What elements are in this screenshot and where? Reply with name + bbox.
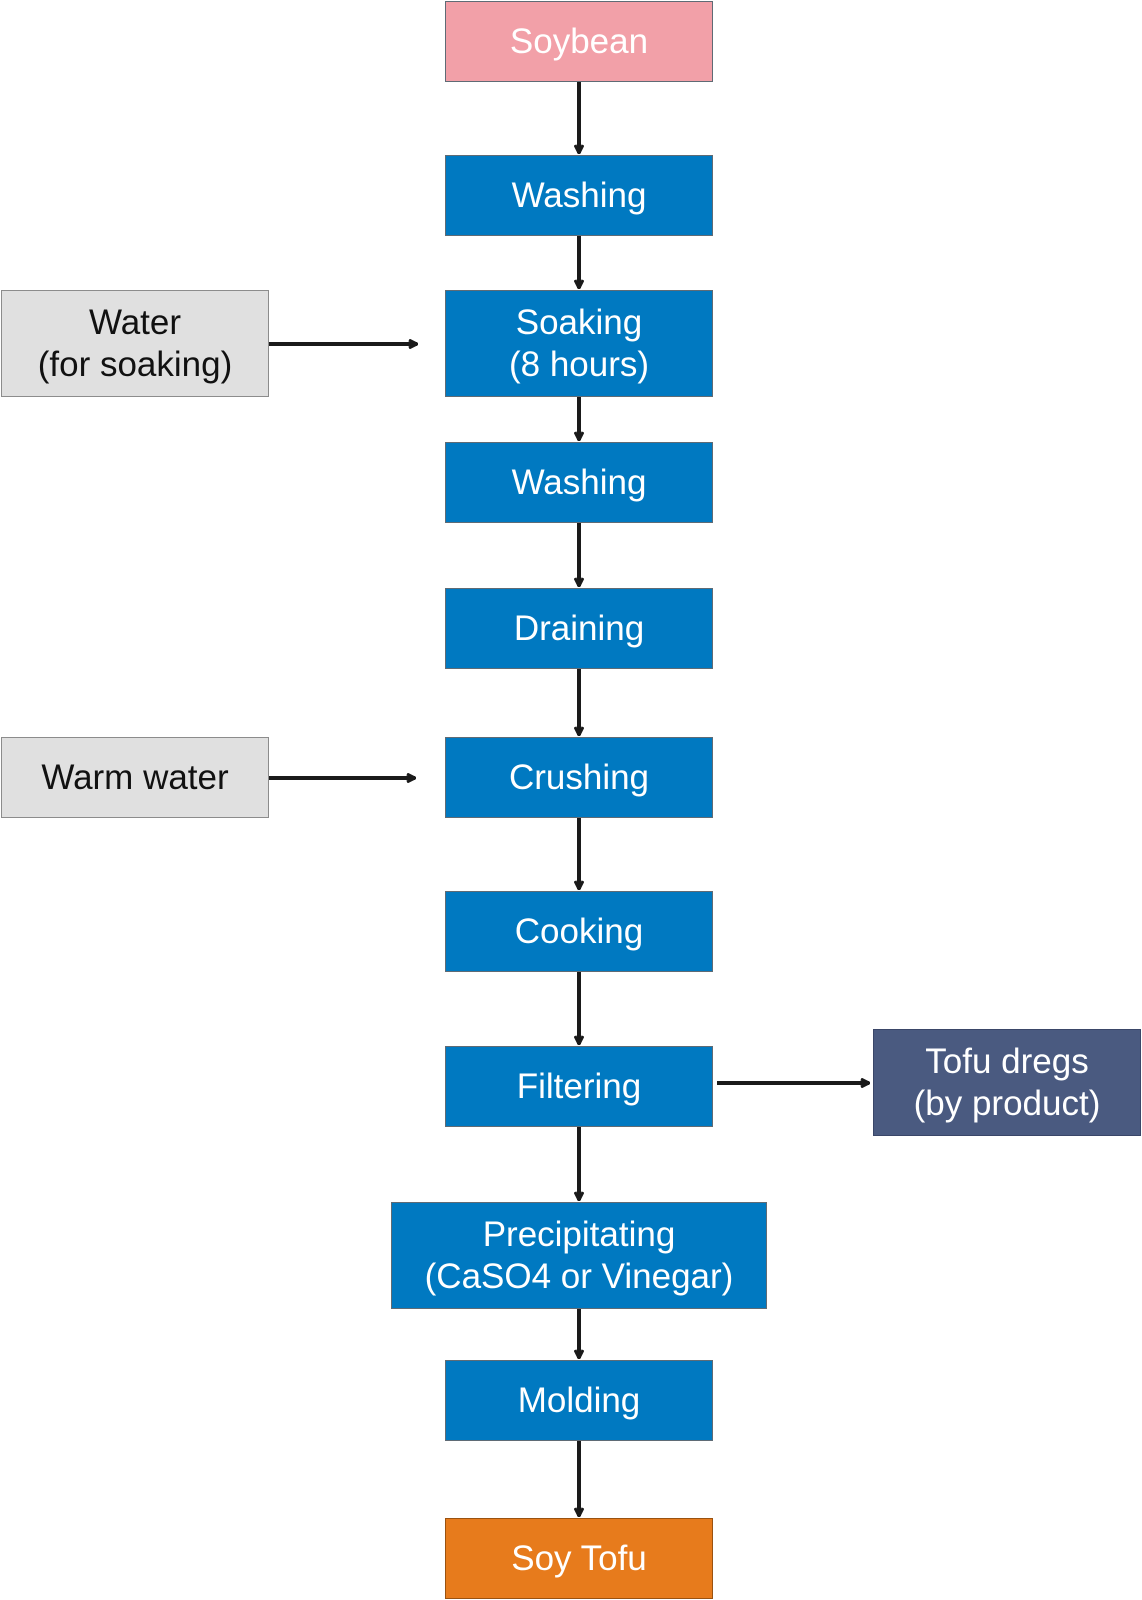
draining-label: Draining <box>513 608 645 648</box>
crushing-label: Crushing <box>508 757 650 797</box>
water-label: Water <box>88 302 182 342</box>
soaking-label: Soaking <box>515 302 643 342</box>
precipitating-node: Precipitating (CaSO4 or Vinegar) <box>391 1202 767 1309</box>
soaking-duration-label: (8 hours) <box>508 344 650 384</box>
soybean-label: Soybean <box>509 21 649 61</box>
cooking-node: Cooking <box>445 891 713 972</box>
filtering-label: Filtering <box>516 1066 642 1106</box>
molding-node: Molding <box>445 1360 713 1441</box>
water-purpose-label: (for soaking) <box>37 344 233 384</box>
precipitating-label: Precipitating <box>482 1214 676 1254</box>
soy-tofu-label: Soy Tofu <box>511 1538 647 1578</box>
washing-1-label: Washing <box>511 175 647 215</box>
soybean-node: Soybean <box>445 1 713 82</box>
washing-node-1: Washing <box>445 155 713 236</box>
molding-label: Molding <box>517 1380 641 1420</box>
draining-node: Draining <box>445 588 713 669</box>
cooking-label: Cooking <box>514 911 644 951</box>
filtering-node: Filtering <box>445 1046 713 1127</box>
crushing-node: Crushing <box>445 737 713 818</box>
soaking-node: Soaking (8 hours) <box>445 290 713 397</box>
water-input-node: Water (for soaking) <box>1 290 269 397</box>
warm-water-label: Warm water <box>41 757 229 797</box>
washing-2-label: Washing <box>511 462 647 502</box>
tofu-dregs-output-node: Tofu dregs (by product) <box>873 1029 1141 1136</box>
soy-tofu-node: Soy Tofu <box>445 1518 713 1599</box>
warm-water-input-node: Warm water <box>1 737 269 818</box>
tofu-dregs-label: Tofu dregs <box>925 1041 1089 1081</box>
washing-node-2: Washing <box>445 442 713 523</box>
tofu-dregs-note-label: (by product) <box>913 1083 1101 1123</box>
precipitating-agent-label: (CaSO4 or Vinegar) <box>424 1256 734 1296</box>
